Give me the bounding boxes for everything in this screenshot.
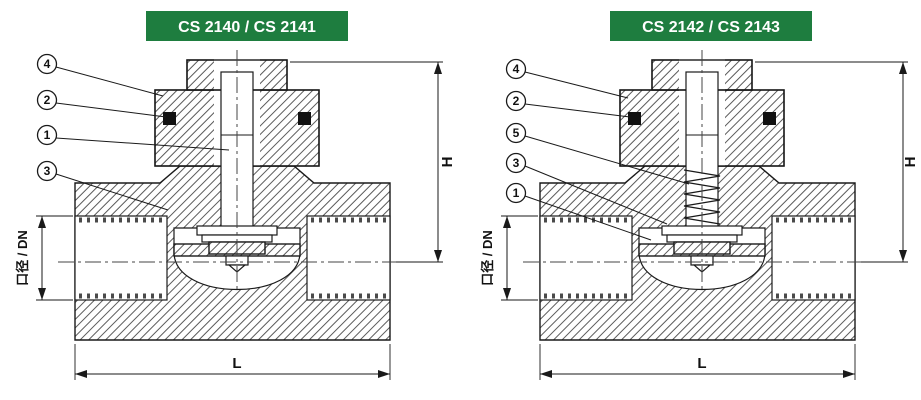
model-title-left: CS 2140 / CS 2141: [178, 19, 316, 36]
inlet-bore: [74, 215, 168, 301]
svg-text:5: 5: [513, 126, 520, 140]
valve-drawing-right: H 口径 / DN L: [480, 50, 919, 380]
svg-text:3: 3: [44, 164, 51, 178]
dim-label-H: H: [439, 157, 456, 168]
dim-DN: 口径 / DN: [480, 215, 538, 301]
svg-text:4: 4: [44, 57, 51, 71]
model-title-right: CS 2142 / CS 2143: [642, 19, 780, 36]
dim-L: L: [539, 344, 856, 380]
callouts-left: 4 2 1 3: [36, 53, 230, 211]
dim-label-L: L: [232, 355, 241, 372]
callout-5: 5: [505, 122, 690, 185]
callout-1: 1: [505, 182, 652, 241]
dim-L: L: [74, 344, 391, 380]
callout-2: 2: [36, 89, 167, 118]
dim-label-H: H: [902, 157, 919, 168]
svg-text:2: 2: [513, 94, 520, 108]
svg-text:1: 1: [513, 186, 520, 200]
callout-2: 2: [505, 90, 631, 118]
callout-3: 3: [36, 160, 169, 211]
callout-1: 1: [36, 124, 230, 151]
badge-background: [610, 11, 812, 41]
gasket-right: [763, 112, 776, 125]
svg-text:2: 2: [44, 93, 51, 107]
dim-H: H: [755, 61, 919, 263]
gasket-left: [163, 112, 176, 125]
svg-text:4: 4: [513, 62, 520, 76]
svg-text:1: 1: [44, 128, 51, 142]
callout-3: 3: [505, 152, 668, 225]
badge-background: [146, 11, 348, 41]
dim-DN: 口径 / DN: [15, 215, 73, 301]
gasket-right: [298, 112, 311, 125]
outlet-bore: [771, 215, 856, 301]
inlet-bore: [539, 215, 633, 301]
model-badge-right: CS 2142 / CS 2143: [610, 11, 812, 41]
callout-4: 4: [36, 53, 164, 97]
svg-text:3: 3: [513, 156, 520, 170]
dim-label-L: L: [697, 355, 706, 372]
gasket-left: [628, 112, 641, 125]
outlet-bore: [306, 215, 391, 301]
dim-H: H: [290, 61, 456, 263]
callout-4: 4: [505, 58, 629, 99]
dim-label-DN: 口径 / DN: [15, 230, 30, 286]
callouts-right: 4 2 5 3 1: [505, 58, 690, 241]
model-badge-left: CS 2140 / CS 2141: [146, 11, 348, 41]
valve-drawing-left: H 口径 / DN L: [15, 50, 456, 380]
dim-label-DN: 口径 / DN: [480, 230, 495, 286]
